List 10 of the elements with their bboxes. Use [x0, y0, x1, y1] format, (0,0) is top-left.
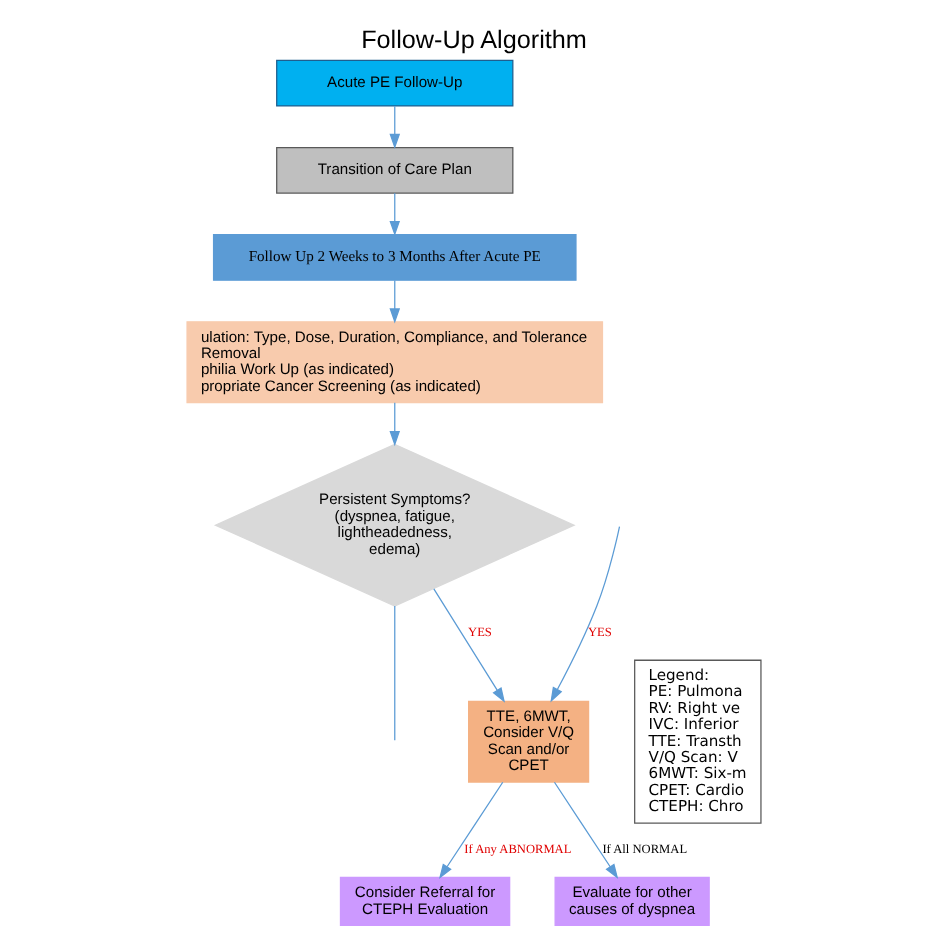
arrow: [389, 105, 401, 149]
diagram-title: Follow-Up Algorithm: [361, 25, 587, 54]
arrow: [433, 588, 506, 703]
connector: [394, 605, 396, 741]
arrow: [389, 402, 401, 447]
arrow: [550, 525, 621, 703]
arrow: [389, 279, 401, 324]
arrow: [439, 781, 504, 879]
arrow: [553, 781, 619, 879]
arrow: [389, 192, 401, 237]
